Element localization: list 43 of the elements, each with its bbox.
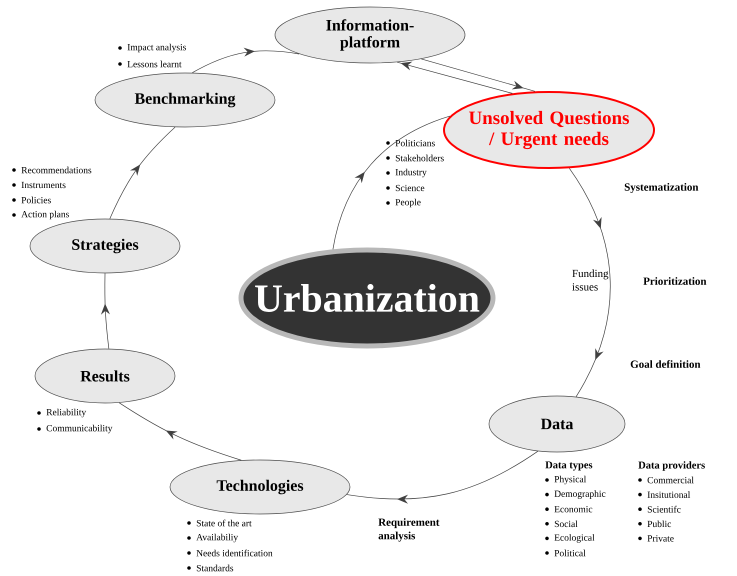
bullet-item: Science: [386, 184, 424, 192]
bullet-item: Politicians: [386, 140, 435, 146]
bullet-item: Stakeholders: [386, 154, 444, 162]
bullet-item: Public: [638, 520, 672, 528]
arrow: [109, 126, 176, 220]
list-heading: Data providers: [638, 461, 705, 471]
bullet-item: Instruments: [12, 182, 66, 188]
bullet-item: Communicability: [37, 424, 112, 434]
arrow: [396, 62, 513, 94]
bullet-item: Political: [545, 550, 586, 556]
arrow: [118, 402, 242, 461]
bullet-item: Availabiliy: [187, 534, 238, 542]
arrow: [420, 58, 536, 92]
bullet-item: Social: [545, 520, 578, 528]
bullet-item: Private: [638, 535, 674, 542]
bullet-item: Physical: [545, 476, 586, 484]
step-label: Requirement analysis: [378, 518, 440, 542]
bullet-item: Recommendations: [12, 166, 92, 174]
bullet-item: Scientifc: [638, 506, 681, 513]
bullet-item: People: [386, 198, 421, 208]
bullet-item: State of the art: [187, 520, 252, 526]
step-label: Systematization: [624, 183, 698, 193]
list-heading: Data types: [545, 461, 592, 471]
bullet-item: Demographic: [545, 490, 606, 499]
bullet-item: Needs identification: [187, 550, 273, 556]
bullet-item: Industry: [386, 168, 427, 178]
bullet-item: Lessons learnt: [118, 60, 182, 68]
bullet-item: Impact analysis: [118, 44, 186, 52]
bullet-item: Commercial: [638, 476, 694, 484]
bullet-item: Economic: [545, 506, 592, 512]
arrow: [346, 450, 538, 504]
bullet-item: Insitutional: [638, 491, 690, 498]
arrow: [192, 48, 300, 74]
arrow: [569, 168, 611, 398]
bullet-item: Reliability: [37, 408, 86, 418]
bullet-item: Policies: [12, 196, 51, 204]
bullet-item: Ecological: [545, 534, 594, 543]
arrow: [332, 116, 450, 250]
bullet-item: Action plans: [12, 210, 69, 220]
step-label: Prioritization: [643, 277, 706, 285]
bullet-item: Standards: [187, 564, 234, 572]
step-label: Funding issues: [572, 269, 608, 291]
step-label: Goal definition: [630, 360, 700, 368]
